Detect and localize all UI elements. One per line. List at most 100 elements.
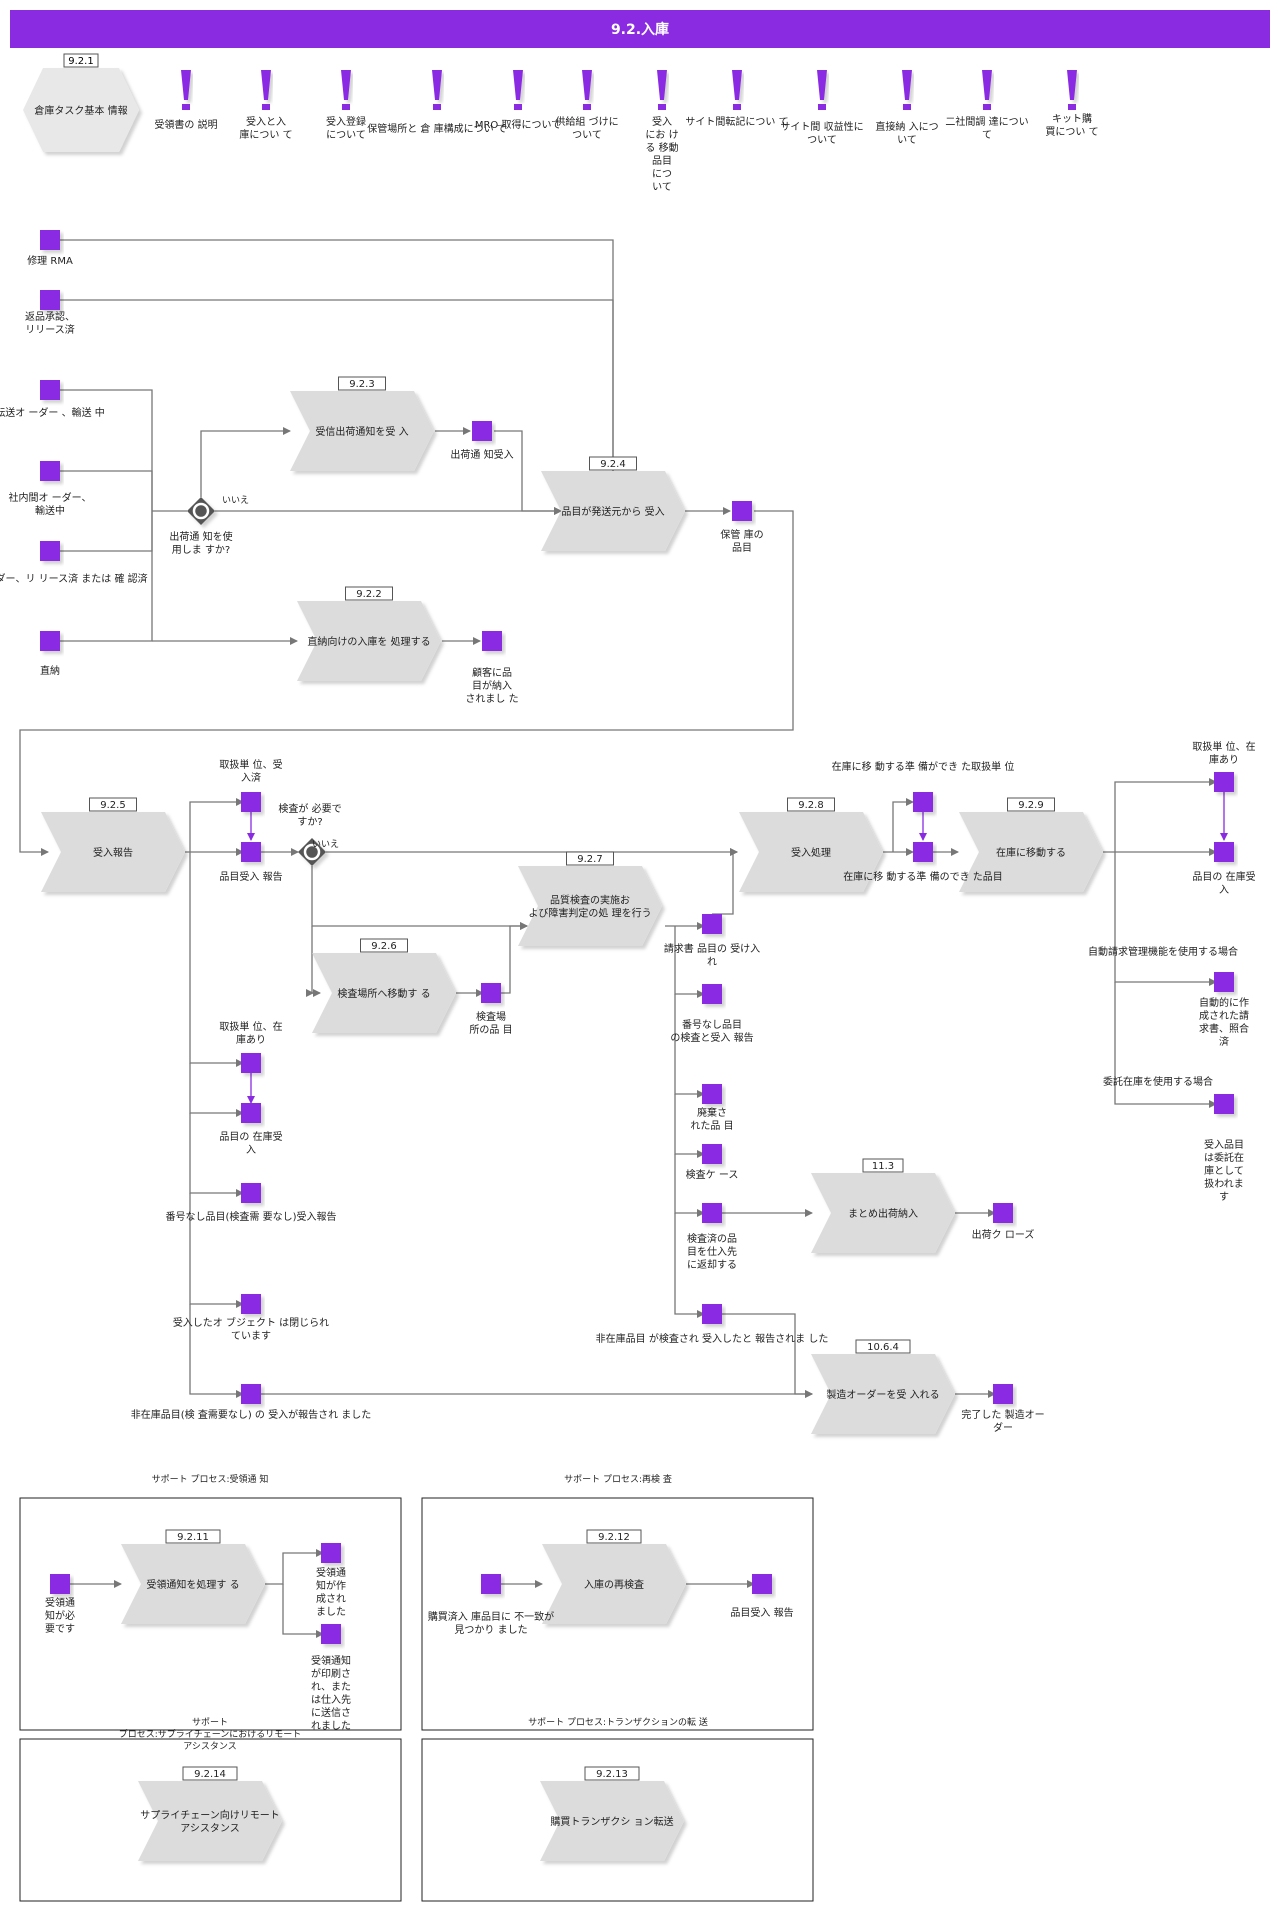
- task-number-badge: [182, 1766, 238, 1781]
- task-label: 入庫の再検査: [584, 1578, 644, 1591]
- exclamation-icon: [181, 70, 191, 100]
- event-e16: 自動的に作成された請求書、照合済: [1199, 972, 1249, 1048]
- event-e4: 社内間オ ーダー、輸送中: [8, 461, 92, 517]
- task-shape: [540, 1781, 684, 1861]
- event-marker: [321, 1543, 341, 1563]
- task-number-badge: [586, 1529, 642, 1544]
- event-label: 番号なし品目の検査と受入 報告: [670, 1019, 753, 1044]
- event-label: 検査ケ ース: [686, 1168, 739, 1181]
- task-number: 10.6.4: [867, 1342, 899, 1353]
- alert-a2[interactable]: 受入と入庫につい て: [239, 70, 293, 141]
- page-title: 9.2.入庫: [10, 10, 1270, 48]
- task-shape: [297, 601, 441, 681]
- task-label: 品目が発送元から 受入: [561, 505, 664, 518]
- task-label: まとめ出荷納入: [848, 1207, 918, 1220]
- exclamation-icon: [657, 70, 667, 100]
- alert-a3[interactable]: 受入登録について: [326, 70, 366, 141]
- task-label: 購買トランザクシ ョン転送: [550, 1815, 673, 1828]
- alert-a9[interactable]: サイト間 収益性について: [780, 70, 864, 146]
- task-shape: [312, 953, 456, 1033]
- alert-label: 受入登録について: [326, 115, 366, 141]
- task-shape: [41, 812, 185, 892]
- connector: [60, 299, 614, 471]
- alert-a8[interactable]: サイト間転記につい て: [685, 70, 789, 128]
- exclamation-icon: [341, 70, 351, 100]
- task-number-badge: [862, 1158, 904, 1173]
- task-number-badge: [566, 851, 614, 866]
- alert-a10[interactable]: 直接納 入について: [875, 70, 939, 146]
- task-label: 受入報告: [93, 846, 133, 859]
- exclamation-icon: [982, 70, 992, 100]
- event-e36: 品目受入 報告: [730, 1574, 794, 1619]
- alert-a1[interactable]: 受領書の 説明: [154, 70, 218, 131]
- connector: [306, 926, 314, 997]
- support-process-title: サポート プロセス:トランザクションの転 送: [528, 1716, 708, 1728]
- event-marker: [481, 1574, 501, 1594]
- alert-label: 供給組 づけについて: [555, 115, 618, 141]
- event-e11: 品目受入 報告: [219, 842, 283, 883]
- event-label: 受入したオ ブジェクト は閉じられています: [173, 1316, 329, 1342]
- alert-a6[interactable]: 供給組 づけについて: [555, 70, 619, 141]
- event-marker: [241, 1384, 261, 1404]
- event-label: 品目受入 報告: [219, 870, 282, 883]
- event-e1: 修理 RMA: [27, 230, 73, 267]
- task-number-badge: [589, 456, 637, 471]
- task-number-badge: [360, 938, 408, 953]
- alert-a12[interactable]: キット購買につい て: [1045, 70, 1099, 138]
- exclamation-dot: [514, 104, 522, 110]
- connector: [265, 1549, 324, 1585]
- event-label: 顧客に品目が納入されまし た: [465, 666, 518, 705]
- exclamation-dot: [903, 104, 911, 110]
- task-label: 直納向けの入庫を 処理する: [307, 635, 430, 648]
- event-label: 非在庫品目(検 査需要なし) の 受入が報告され ました: [131, 1408, 372, 1421]
- event-e21: 検査ケ ース: [686, 1144, 739, 1181]
- alert-a7[interactable]: 受入にお ける 移動品目について: [645, 70, 679, 193]
- connector: [892, 798, 914, 852]
- task-label: 受領通知を処理す る: [146, 1578, 239, 1591]
- event-label: 出荷通 知受入: [450, 448, 513, 461]
- event-label: 請求書 品目の 受け入れ: [664, 942, 760, 968]
- connector: [189, 798, 244, 852]
- exclamation-icon: [902, 70, 912, 100]
- gateway-question: 検査が 必要ですか?: [278, 802, 341, 828]
- task-number: 9.2.3: [349, 379, 374, 390]
- connector: [712, 848, 738, 915]
- event-marker: [40, 230, 60, 250]
- exclamation-dot: [658, 104, 666, 110]
- exclamation-icon: [817, 70, 827, 100]
- task-number-badge: [855, 1339, 911, 1354]
- event-label: 保管 庫の品目: [720, 528, 763, 554]
- event-label: 取扱単 位、在庫あり: [219, 1020, 282, 1046]
- alert-a4[interactable]: 保管場所と 倉 庫構成につい て: [367, 70, 507, 135]
- exclamation-dot: [182, 104, 190, 110]
- alert-label: サイト間転記につい て: [685, 115, 788, 128]
- info-label: 倉庫タスク基本 情報: [34, 104, 127, 117]
- alert-a11[interactable]: 二社間調 達について: [945, 70, 1029, 141]
- connector: [1114, 982, 1217, 1108]
- alert-a5[interactable]: MRO 取得について: [475, 70, 561, 131]
- shape-layer: 9.2.1倉庫タスク基本 情報受領書の 説明受入と入庫につい て受入登録について…: [0, 53, 1256, 1861]
- event-label: 受領通知が作成されました: [316, 1566, 346, 1618]
- event-label: 返品承認、リリース済: [25, 310, 75, 336]
- exclamation-dot: [983, 104, 991, 110]
- event-e30: 受入したオ ブジェクト は閉じられています: [173, 1294, 329, 1342]
- connector-layer: サポート プロセス:受領通 知サポート プロセス:再検 査サポートプロセス:サプ…: [19, 239, 1228, 1902]
- event-marker: [40, 290, 60, 310]
- task-number-badge: [165, 1529, 221, 1544]
